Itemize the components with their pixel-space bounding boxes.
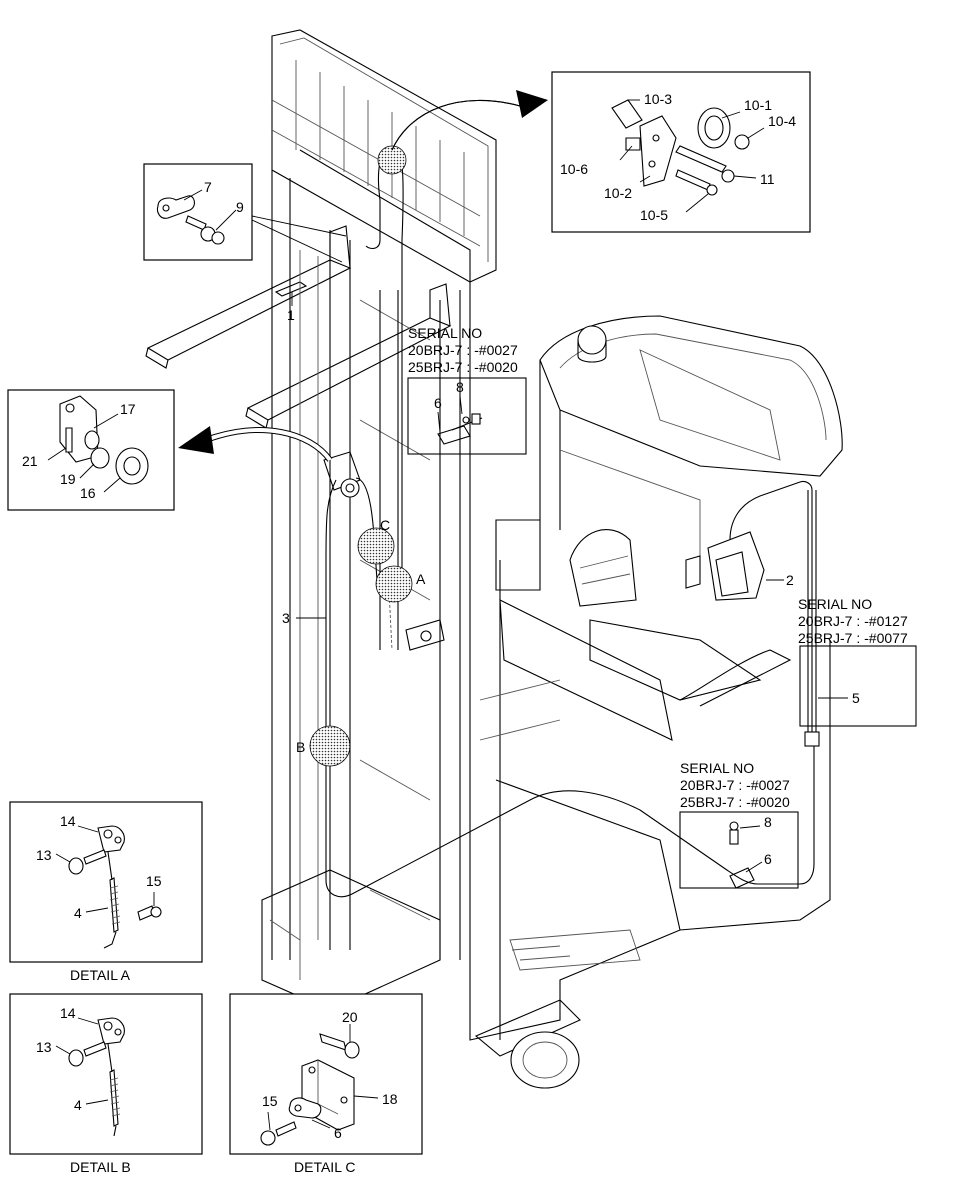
arrow-to-pulley-detail (391, 90, 548, 151)
arrow-to-sheave-detail (178, 426, 333, 462)
detail-c-caption: DETAIL C (294, 1159, 355, 1175)
callout-8-mast-leader (459, 395, 463, 415)
callout-11: 11 (760, 171, 775, 187)
detail-a-callout-4: 4 (74, 905, 82, 921)
callout-6-mast-leader (437, 411, 441, 433)
serial-mast-line1: 20BRJ-7 : -#0027 (408, 342, 518, 358)
detail-a-callout-15: 15 (146, 873, 162, 889)
detail-a-frame (9, 801, 203, 963)
callout-10-3: 10-3 (644, 91, 672, 107)
callout-1: 1 (287, 307, 295, 323)
detail-b-parts (55, 1017, 125, 1137)
detail-b-callout-4: 4 (74, 1097, 82, 1113)
pulley-marker-upper (377, 145, 407, 175)
callout-3: 3 (282, 610, 290, 626)
serial-base-line2: 25BRJ-7 : -#0020 (680, 794, 790, 810)
serial-mast-title: SERIAL NO (408, 325, 482, 341)
serial-base-frame (679, 811, 799, 889)
callout-21: 21 (22, 453, 38, 469)
serial-mast-line2: 25BRJ-7 : -#0020 (408, 359, 518, 375)
body (469, 519, 831, 1089)
callout-17: 17 (120, 401, 136, 417)
forks (145, 225, 452, 429)
serial-right-line2: 25BRJ-7 : -#0077 (798, 630, 908, 646)
callout-10-4: 10-4 (768, 113, 796, 129)
serial-right-title: SERIAL NO (798, 596, 872, 612)
serial-base-line1: 20BRJ-7 : -#0027 (680, 777, 790, 793)
serial-mast-frame (407, 377, 527, 455)
clamp-detail-parts (156, 189, 347, 263)
callout-8-base-leader (739, 825, 761, 829)
callout-7: 7 (204, 179, 212, 195)
callout-9: 9 (236, 199, 244, 215)
detail-c-callout-15: 15 (262, 1093, 278, 1109)
detail-letter-a: A (416, 571, 426, 587)
serial-right-line1: 20BRJ-7 : -#0127 (798, 613, 908, 629)
callout-5: 5 (852, 690, 860, 706)
callout-16: 16 (80, 485, 96, 501)
detail-a-parts (55, 825, 162, 949)
detail-c-callout-6: 6 (334, 1125, 342, 1141)
callout-10-2: 10-2 (604, 185, 632, 201)
callout-6-mast: 6 (434, 395, 442, 411)
detail-c-marker (357, 527, 395, 565)
serial-right-frame (799, 645, 917, 727)
sheave-detail-parts (47, 395, 149, 493)
callout-10-6: 10-6 (560, 161, 588, 177)
callout-19: 19 (60, 471, 76, 487)
detail-a-callout-13: 13 (36, 847, 52, 863)
pulley-detail-parts (611, 99, 765, 213)
callout-2: 2 (786, 572, 794, 588)
serial-base-title: SERIAL NO (680, 760, 754, 776)
detail-b-caption: DETAIL B (70, 1159, 131, 1175)
detail-b-callout-13: 13 (36, 1039, 52, 1055)
detail-a-marker (375, 565, 413, 603)
seat (569, 529, 792, 707)
detail-letter-c: C (380, 517, 390, 533)
callout-8-base: 8 (764, 814, 772, 830)
detail-a-callout-14: 14 (60, 813, 76, 829)
detail-c-callout-18: 18 (382, 1091, 398, 1107)
callout-10-5: 10-5 (640, 207, 668, 223)
detail-letter-b: B (296, 739, 305, 755)
detail-b-frame (9, 993, 203, 1155)
overhead-guard (539, 315, 843, 560)
detail-a-caption: DETAIL A (70, 967, 131, 983)
mast (261, 170, 471, 1011)
truck-drawing (145, 29, 843, 1089)
callout-8-mast: 8 (456, 379, 464, 395)
callout-6-base: 6 (764, 851, 772, 867)
callout-6-base-leader (745, 861, 763, 873)
detail-b-callout-14: 14 (60, 1005, 76, 1021)
detail-c-callout-20: 20 (342, 1009, 358, 1025)
callout-10-1: 10-1 (744, 97, 772, 113)
detail-c-parts (260, 1024, 379, 1146)
detail-b-marker (309, 725, 351, 767)
